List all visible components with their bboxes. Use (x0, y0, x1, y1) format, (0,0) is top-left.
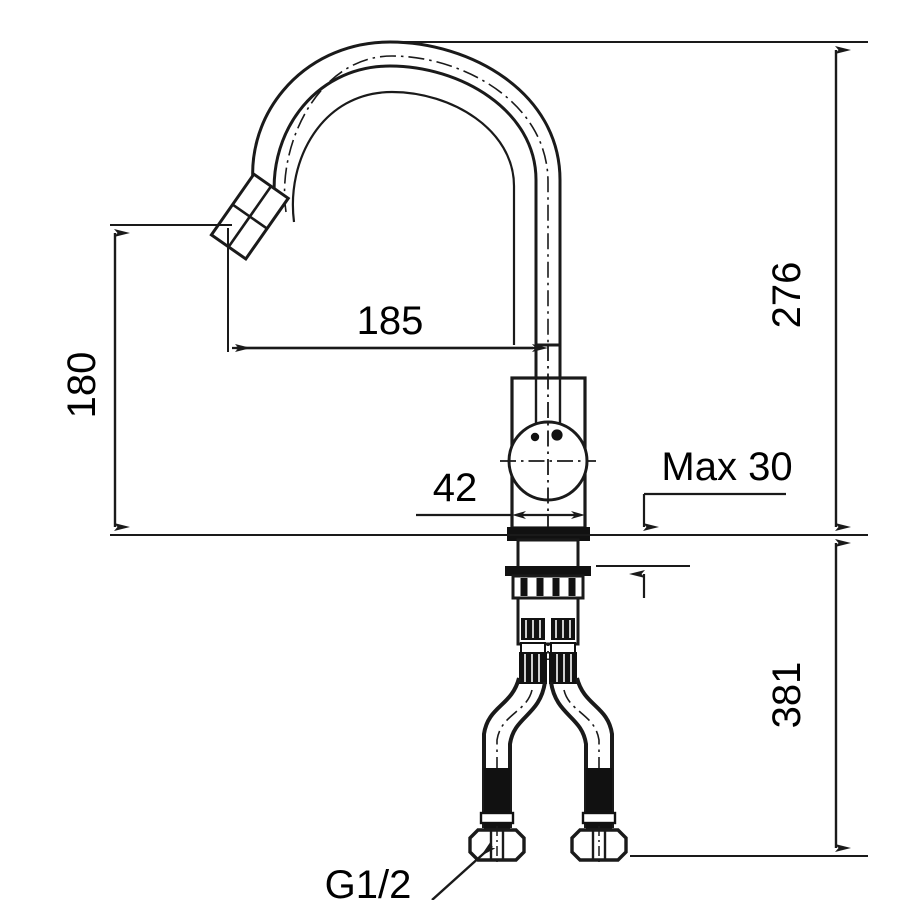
dimension-381: 381 (765, 539, 851, 852)
mounting-nut-ribs (520, 578, 576, 596)
dimension-276: 276 (765, 46, 851, 531)
inlet-nut-right (570, 826, 628, 866)
spout-inner-wall (272, 64, 538, 345)
callout-g12: G1/2 (325, 842, 496, 900)
g12-leader-line (431, 842, 496, 900)
spout-center-axis (283, 55, 549, 345)
hose-left-braid (484, 768, 510, 820)
valve-body-assembly (500, 343, 596, 660)
mounting-shank (516, 538, 580, 570)
dimension-185: 185 (227, 228, 548, 352)
mounting-washer (505, 566, 591, 576)
hose-right-outer (575, 677, 614, 828)
dim-42-arrow-left (512, 511, 526, 519)
dim-max30-label: Max 30 (661, 445, 792, 489)
extension-lines (110, 41, 868, 857)
hose-left-inner (508, 681, 547, 828)
dim-276-label: 276 (765, 262, 809, 329)
dimension-180: 180 (60, 229, 130, 531)
hose-right-centerline (563, 689, 600, 828)
hose-left-outer (482, 677, 521, 828)
hose-right-inner (549, 681, 588, 828)
cartridge-hole-left (530, 432, 540, 442)
dim-42-label: 42 (433, 466, 478, 510)
hose-upper-collars (519, 618, 577, 684)
dim-381-label: 381 (765, 662, 809, 729)
supply-hose-assembly (468, 618, 628, 866)
dimension-42: 42 (416, 466, 585, 519)
spout-bore-line (291, 90, 516, 345)
aerator-outlet (209, 172, 291, 262)
hose-right-braid (586, 768, 612, 820)
dim-180-label: 180 (60, 352, 104, 419)
hose-left-ferrule (479, 811, 515, 825)
dim-185-label: 185 (357, 299, 424, 343)
hose-left-centerline (496, 689, 533, 828)
cartridge-hole-right (551, 429, 563, 441)
g12-label: G1/2 (325, 863, 412, 900)
dimension-max30: Max 30 (629, 445, 793, 598)
hose-right-ferrule (581, 811, 617, 825)
